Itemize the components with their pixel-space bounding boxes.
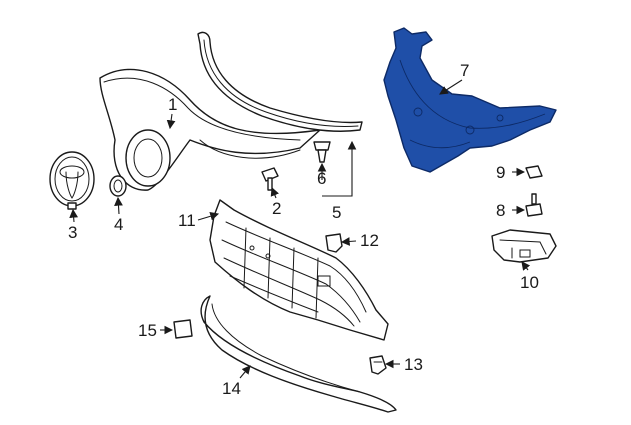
callout-14: 14: [222, 379, 241, 398]
bolt: [525, 193, 543, 217]
emblem: [49, 151, 95, 210]
callout-4: 4: [114, 215, 123, 234]
clip-12: [325, 233, 343, 253]
callout-1: 1: [168, 95, 177, 114]
callout-11: 11: [178, 211, 196, 230]
callout-3: 3: [68, 223, 77, 242]
callout-8: 8: [496, 201, 505, 220]
upper-grille-garnish: [99, 68, 321, 191]
highlighted-bracket: [383, 27, 557, 173]
callout-5: 5: [332, 203, 341, 222]
push-clip: [313, 141, 331, 163]
emblem-ring: [109, 175, 127, 197]
leader-lines: [69, 79, 531, 379]
callout-9: 9: [496, 163, 505, 182]
clip-9: [525, 165, 543, 179]
callout-15: 15: [138, 321, 157, 340]
callout-13: 13: [404, 355, 423, 374]
lower-grille: [209, 199, 389, 341]
bracket-10: [491, 229, 557, 263]
callout-2: 2: [272, 199, 281, 218]
callout-6: 6: [317, 169, 326, 188]
lower-spoiler: [200, 295, 397, 413]
callout-labels: 1 2 3 4 5 6 7 8 9 10 11 12 13 14 15: [68, 61, 539, 398]
retainer-13: [369, 355, 387, 375]
upper-moulding-strip: [197, 31, 363, 132]
callout-12: 12: [360, 231, 379, 250]
callout-10: 10: [520, 273, 539, 292]
screw: [261, 167, 279, 191]
callout-7: 7: [460, 61, 469, 80]
small-pad: [173, 319, 193, 339]
